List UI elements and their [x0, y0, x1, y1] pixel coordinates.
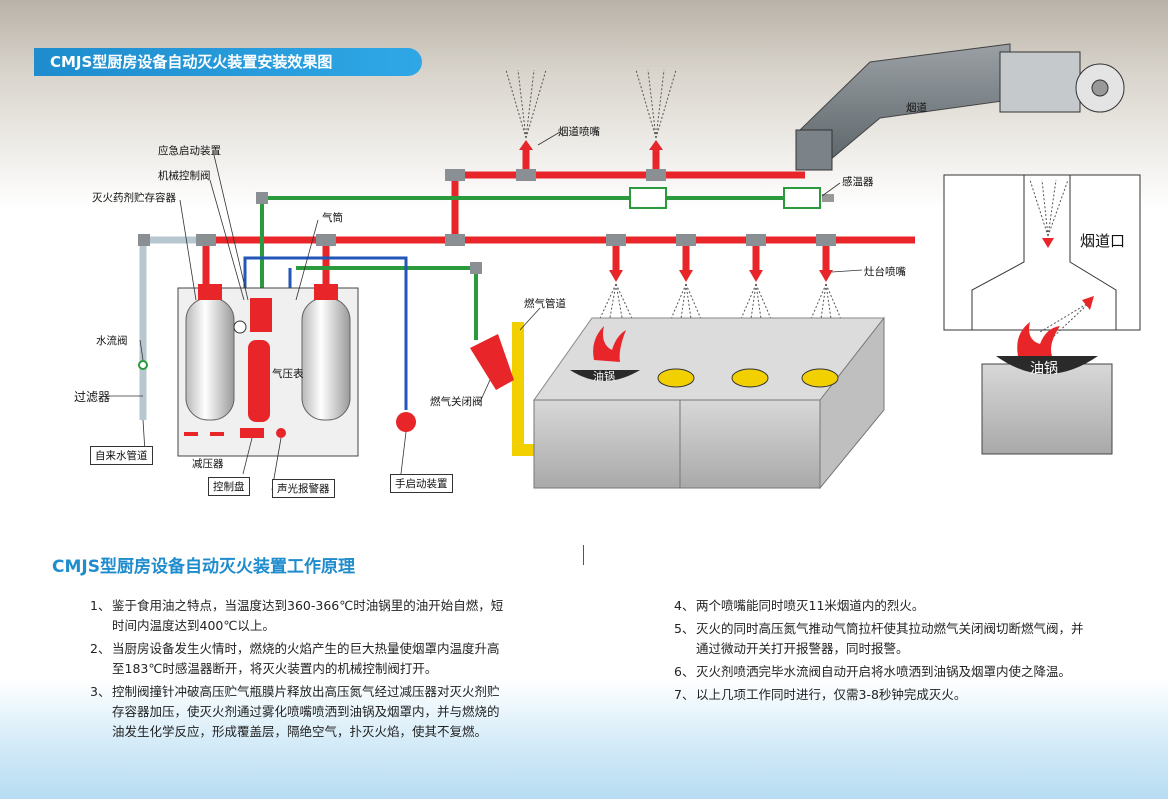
stove-nozzle-icon — [589, 270, 851, 341]
temp-sensor-icon — [629, 187, 834, 209]
list-item: 5、 灭火的同时高压氮气推动气筒拉杆使其拉动燃气关闭阀切断燃气阀，并通过微动开关… — [674, 621, 1084, 656]
label-flue-nozzle: 烟道喷嘴 — [558, 126, 600, 138]
leader-lines — [108, 131, 863, 491]
label-pressure-gauge: 气压表 — [272, 368, 304, 380]
label-tap-water: 自来水管道 — [90, 446, 153, 465]
flue-mouth-inset — [943, 174, 1141, 455]
principle-title: CMJS型厨房设备自动灭火装置工作原理 — [52, 557, 355, 577]
center-divider — [583, 545, 584, 565]
flue-nozzle-icon — [505, 69, 677, 150]
water-valve-icon — [138, 360, 148, 370]
label-wok-right: 油锅 — [1030, 361, 1058, 377]
principle-list-right: 4、 两个喷嘴能同时喷灭11米烟道内的烈火。 5、 灭火的同时高压氮气推动气筒拉… — [674, 596, 1094, 708]
list-item: 4、 两个喷嘴能同时喷灭11米烟道内的烈火。 — [674, 598, 925, 613]
gas-pipe — [470, 322, 538, 456]
label-gas-pipe: 燃气管道 — [524, 298, 566, 310]
stove — [533, 316, 885, 490]
page-title: CMJS型厨房设备自动灭火装置安装效果图 — [34, 48, 422, 76]
agent-cabinet — [177, 284, 359, 457]
installation-diagram — [108, 43, 1141, 491]
label-agent-container: 灭火药剂贮存容器 — [92, 192, 176, 204]
label-gas-cylinder: 气筒 — [322, 212, 343, 224]
label-water-valve: 水流阀 — [96, 335, 128, 347]
principle-list-left: 1、 鉴于食用油之特点，当温度达到360-366℃时油锅里的油开始自燃，短时间内… — [90, 596, 510, 745]
list-item: 3、 控制阀撞针冲破高压贮气瓶膜片释放出高压氮气经过减压器对灭火剂贮存容器加压，… — [90, 684, 500, 739]
label-temp-sensor: 感温器 — [842, 176, 874, 188]
label-gas-shutoff: 燃气关闭阀 — [430, 396, 483, 408]
list-item: 6、 灭火剂喷洒完毕水流阀自动开启将水喷洒到油锅及烟罩内使之降温。 — [674, 664, 1072, 679]
label-emergency-start: 应急启动装置 — [158, 145, 221, 157]
list-item: 2、 当厨房设备发生火情时，燃烧的火焰产生的巨大热量使烟罩内温度升高至183℃时… — [90, 641, 500, 676]
label-control-panel: 控制盘 — [208, 477, 250, 496]
list-item: 7、 以上几项工作同时进行，仅需3-8秒钟完成灭火。 — [674, 687, 967, 702]
label-flue: 烟道 — [906, 102, 927, 114]
label-wok-left: 油锅 — [593, 370, 615, 383]
label-alarm: 声光报警器 — [272, 479, 335, 498]
label-filter: 过滤器 — [74, 390, 111, 404]
label-stove-nozzle: 灶台喷嘴 — [864, 266, 906, 278]
label-reducer: 减压器 — [192, 458, 224, 470]
label-flue-mouth: 烟道口 — [1080, 232, 1126, 250]
label-manual-start: 手启动装置 — [390, 474, 453, 493]
manual-start-button-icon — [396, 412, 416, 432]
pipe-fittings — [138, 169, 836, 274]
flue-duct — [795, 43, 1125, 171]
bottom-wave-background — [0, 680, 1168, 799]
list-item: 1、 鉴于食用油之特点，当温度达到360-366℃时油锅里的油开始自燃，短时间内… — [90, 598, 504, 633]
label-mechanical-valve: 机械控制阀 — [158, 170, 211, 182]
